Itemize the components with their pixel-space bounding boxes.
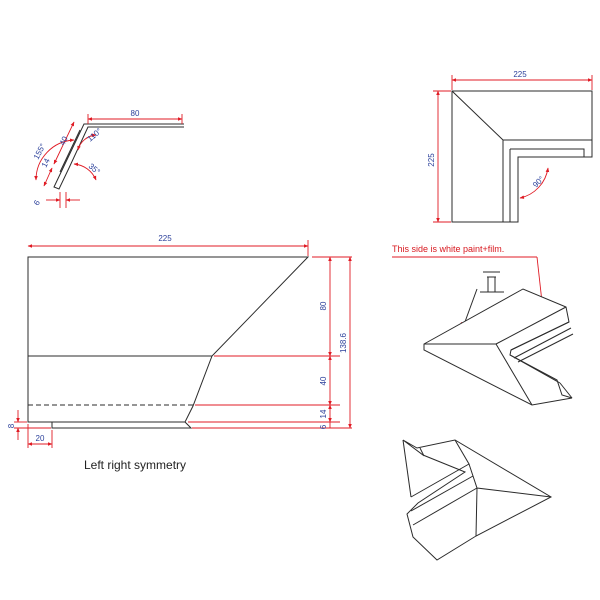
corner-view: 225 225 90° xyxy=(427,70,593,223)
corner-dim-width: 225 xyxy=(513,70,527,79)
iso-view-top: This side is white paint+film. xyxy=(392,244,574,406)
symmetry-caption: Left right symmetry xyxy=(84,458,186,472)
profile-section: 80 155° 40 14 110° 35° 6 xyxy=(32,109,184,208)
profile-dim-flange: 80 xyxy=(131,109,140,118)
panel-dim-total: 138.6 xyxy=(339,332,348,353)
flat-panel: 225 80 40 14 6 138.6 8 20 Left right sym… xyxy=(7,234,352,472)
profile-dim-14: 14 xyxy=(40,156,52,168)
panel-dim-tab-width: 20 xyxy=(36,434,45,443)
corner-dim-angle: 90° xyxy=(531,174,546,189)
profile-dim-35: 35° xyxy=(87,162,102,177)
panel-dim-80: 80 xyxy=(319,301,328,310)
profile-dim-110: 110° xyxy=(86,126,104,143)
panel-dim-14: 14 xyxy=(319,409,328,418)
profile-dim-6: 6 xyxy=(32,198,42,207)
panel-dim-width: 225 xyxy=(158,234,172,243)
paint-film-note: This side is white paint+film. xyxy=(392,244,504,254)
profile-dim-40: 40 xyxy=(58,134,70,146)
corner-dim-height: 225 xyxy=(427,153,436,167)
panel-outline xyxy=(27,256,310,429)
panel-dim-tab-height: 8 xyxy=(7,423,16,428)
panel-dim-40: 40 xyxy=(319,376,328,385)
panel-dim-6: 6 xyxy=(319,424,328,429)
iso-view-bottom xyxy=(402,439,553,561)
profile-outline xyxy=(53,123,184,190)
